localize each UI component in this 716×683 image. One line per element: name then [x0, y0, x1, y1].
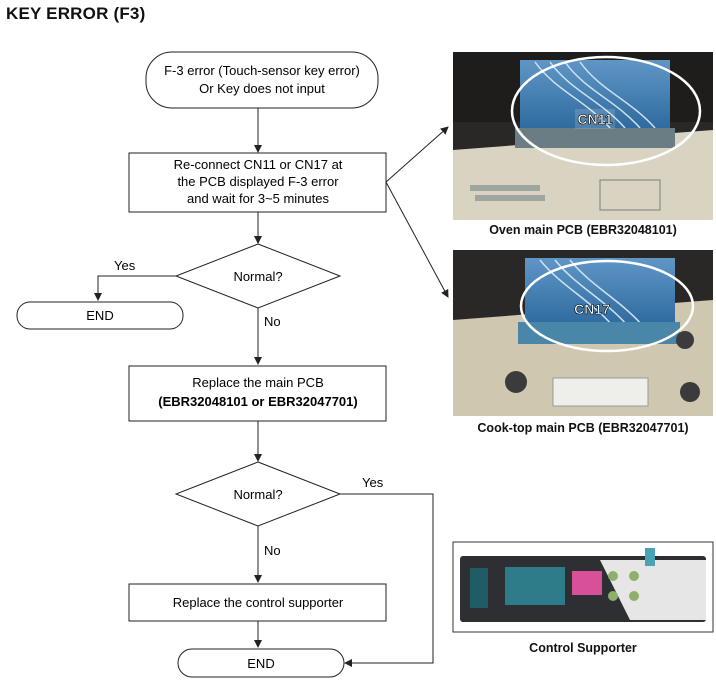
start-node [145, 51, 379, 109]
replace-control-supporter-step [128, 583, 387, 622]
cooktop-pcb-caption: Cook-top main PCB (EBR32047701) [477, 421, 689, 435]
cn11-label: CN11 [577, 111, 612, 127]
yes-label-2: Yes [362, 475, 384, 490]
oven-pcb-caption: Oven main PCB (EBR32048101) [489, 223, 677, 237]
reconnect-step-text-1: Re-connect CN11 or CN17 at [174, 157, 343, 172]
oven-pcb-photo: CN11 [453, 52, 713, 220]
reconnect-step-text-2: the PCB displayed F-3 error [177, 174, 339, 189]
end-node-2-text: END [247, 656, 274, 671]
decision-normal-2-text: Normal? [233, 487, 282, 502]
end-node-2 [177, 648, 345, 678]
replace-control-supporter-text: Replace the control supporter [173, 595, 344, 610]
cooktop-pcb-photo: CN17 [453, 250, 713, 416]
reconnect-step [128, 152, 387, 213]
arrow-to-oven-pcb [385, 126, 449, 183]
no-label-1: No [264, 314, 281, 329]
start-node-text-2: Or Key does not input [199, 81, 325, 96]
yes-label-1: Yes [114, 258, 136, 273]
connector-yes-end1 [94, 275, 176, 301]
control-supporter-caption: Control Supporter [529, 641, 637, 655]
replace-main-pcb-text-2: (EBR32048101 or EBR32047701) [158, 394, 357, 409]
connector-yes-end2 [340, 493, 434, 667]
end-node-1 [16, 301, 184, 330]
replace-main-pcb-text-1: Replace the main PCB [192, 375, 324, 390]
start-node-text-1: F-3 error (Touch-sensor key error) [164, 63, 360, 78]
reconnect-step-text-3: and wait for 3~5 minutes [187, 191, 329, 206]
control-supporter-photo [452, 541, 714, 633]
page-title: KEY ERROR (F3) [6, 4, 146, 23]
replace-main-pcb-step [128, 365, 387, 422]
end-node-1-text: END [86, 308, 113, 323]
no-label-2: No [264, 543, 281, 558]
cn17-label: CN17 [574, 301, 610, 317]
arrow-to-cooktop-pcb [385, 181, 449, 298]
decision-normal-1-text: Normal? [233, 269, 282, 284]
